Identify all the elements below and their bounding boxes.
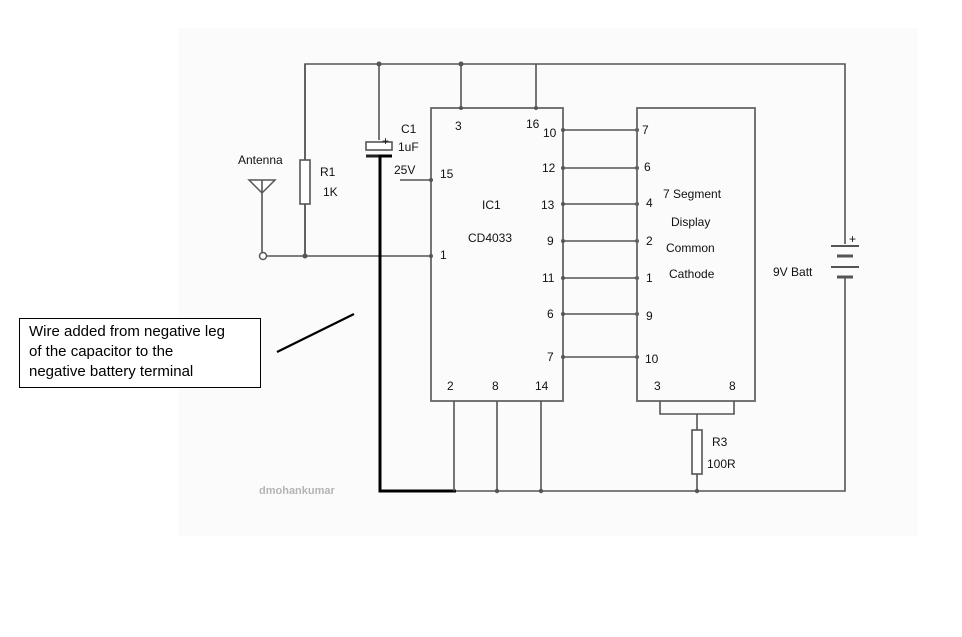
c1-voltage: 25V [394, 163, 415, 177]
annotation-pointer [276, 313, 355, 353]
c1-name: C1 [401, 122, 417, 136]
display-pin-6: 6 [644, 160, 651, 174]
ic1-pin-9: 9 [547, 234, 554, 248]
ic1-pin-15: 15 [440, 167, 454, 181]
annotation-line2: of the capacitor to the [29, 343, 174, 360]
ic1-pin-10: 10 [543, 126, 557, 140]
ic1-pin-16: 16 [526, 117, 540, 131]
display-line1: 7 Segment [663, 187, 722, 201]
annotation-line1: Wire added from negative leg [29, 323, 225, 340]
battery-symbol [831, 245, 859, 284]
display-body [636, 107, 756, 402]
ic1-pin-3: 3 [455, 119, 462, 133]
antenna-label: Antenna [238, 153, 283, 167]
display-pin-10: 10 [645, 352, 659, 366]
display-line2: Display [671, 215, 710, 229]
c1-plus: + [382, 134, 389, 148]
display-pin-7: 7 [642, 123, 649, 137]
display-line4: Cathode [669, 267, 715, 281]
display-pin-1: 1 [646, 271, 653, 285]
annotation-box: Wire added from negative leg of the capa… [19, 318, 261, 388]
segment-wires [561, 128, 639, 359]
c1-capacitor [365, 141, 393, 151]
r1-name: R1 [320, 165, 336, 179]
ic1-pin-7: 7 [547, 350, 554, 364]
display-pin-8: 8 [729, 379, 736, 393]
battery-plus: + [849, 232, 856, 246]
ic1-part: CD4033 [468, 231, 512, 245]
bottom-rail [454, 284, 846, 492]
r1-value: 1K [323, 185, 338, 199]
ic1-pin-1: 1 [440, 248, 447, 262]
ic1-pin-8: 8 [492, 379, 499, 393]
ic1-pin-13: 13 [541, 198, 555, 212]
c1-value: 1uF [398, 140, 419, 154]
added-wire [378, 154, 456, 493]
display-pin-2: 2 [646, 234, 653, 248]
r1-resistor [299, 159, 311, 205]
r3-name: R3 [712, 435, 728, 449]
battery-label: 9V Batt [773, 265, 813, 279]
credit-watermark: dmohankumar [259, 485, 336, 497]
ic1-name: IC1 [482, 198, 501, 212]
ic1-pin-6: 6 [547, 307, 554, 321]
display-pin-9: 9 [646, 309, 653, 323]
ic1-pin-12: 12 [542, 161, 556, 175]
display-pin-3: 3 [654, 379, 661, 393]
ic1-pin-14: 14 [535, 379, 549, 393]
display-line3: Common [666, 241, 715, 255]
schematic-panel [178, 28, 918, 536]
ic1-pin-2: 2 [447, 379, 454, 393]
annotation-line3: negative battery terminal [29, 363, 194, 380]
ic1-pin-11: 11 [542, 271, 555, 285]
display-pin-4: 4 [646, 196, 653, 210]
r3-resistor [691, 429, 703, 475]
r3-value: 100R [707, 457, 736, 471]
antenna-node [258, 251, 268, 261]
